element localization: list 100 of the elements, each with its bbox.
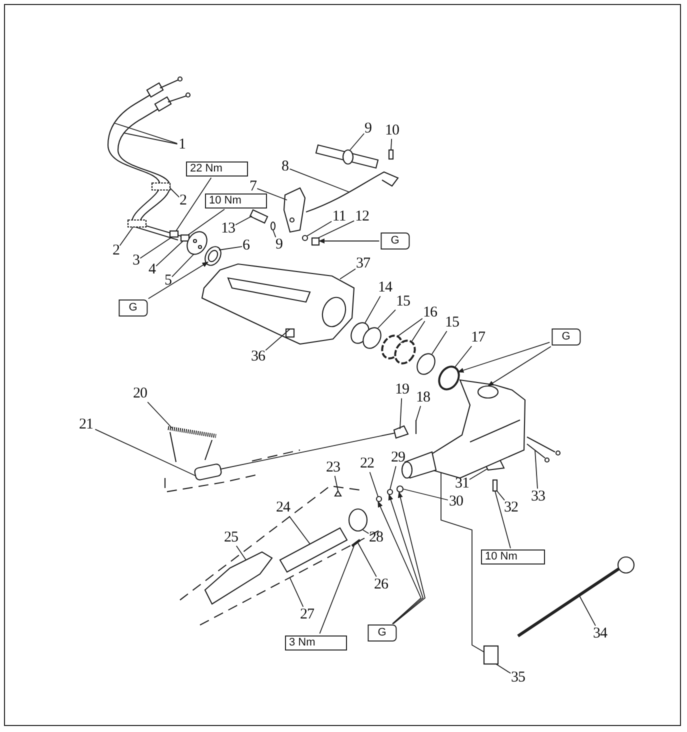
callout-number: 28 [369,530,383,546]
callout-number: 32 [504,500,518,516]
leader-line [188,208,225,236]
callout-number: 20 [133,386,147,402]
leader-line [457,342,550,373]
shift-lever [283,187,306,233]
callout-number: 15 [445,316,459,330]
leader-line [416,406,422,422]
pin [388,149,394,160]
leader-line [334,475,338,492]
leader-line [578,594,596,626]
leader-line [362,530,370,534]
leader-line [390,138,392,150]
leader-line [306,220,332,236]
grease-tag: G [118,300,148,316]
leader-line [412,320,426,342]
seal-ring [416,353,436,375]
clip [393,425,409,439]
leader-line [119,226,134,246]
leader-line [318,238,380,244]
callout-number: 13 [221,222,235,236]
callout-number: 12 [355,210,369,224]
leader-line [398,318,423,336]
coiled-cord [168,426,216,463]
cable-plate [186,231,208,255]
tiller-arm [201,263,355,345]
callout-number: 2 [112,244,120,258]
callout-number: 31 [455,476,469,492]
callout-number: 18 [416,390,430,406]
control-cable [526,436,561,463]
grease-tag: G [368,624,396,642]
leader-line [290,578,304,608]
callout-number: 27 [300,608,314,622]
kill-switch [193,462,223,482]
leader-line [494,490,511,549]
callout-number: 24 [276,500,290,516]
callout-number: 6 [242,238,250,254]
seal-ring [362,327,382,349]
o-ring [204,246,222,266]
leader-line [534,450,538,490]
leader-line [390,466,396,490]
leader-line [496,664,512,674]
leader-line [358,542,377,578]
callout-number: 9 [364,122,372,136]
leader-line [176,177,212,232]
leader-line [496,490,505,501]
joint-block [483,645,499,665]
nut [396,485,404,493]
washer [270,221,276,231]
callout-number: 10 [385,124,399,138]
leader-line [319,546,354,634]
nut [180,234,190,242]
seal-ring [438,366,460,390]
leader-line [400,398,402,430]
callout-number: 3 [132,254,140,268]
torque-label: 10 Nm [481,550,545,564]
callout-number: 22 [360,456,374,472]
callout-number: 33 [531,490,545,504]
callout-number: 36 [251,350,265,364]
leader-line [340,268,356,280]
callout-number: 8 [282,160,288,174]
steering-rod [517,556,635,638]
leader-line [170,188,180,198]
leader-line [265,328,290,351]
callout-number: 1 [178,138,186,152]
callout-number: 2 [180,194,186,208]
leader-line [469,468,488,480]
leader-line [289,168,350,192]
leader-line [147,402,172,428]
leader-line [148,262,209,300]
callout-number: 11 [332,210,346,224]
callout-number: 34 [593,626,607,642]
callout-number: 14 [378,280,392,296]
bearing-ring [394,340,416,364]
callout-number: 29 [391,450,405,466]
leader-line [114,122,178,144]
leader-line [218,246,242,250]
screw [492,479,498,492]
callout-number: 25 [224,530,238,546]
callout-number: 17 [471,330,485,346]
grease-tag: G [380,232,410,250]
leader-line [378,500,422,624]
leader-line [272,230,276,238]
leader-line [156,240,184,267]
leader-line [454,346,472,368]
grease-tag: G [552,328,580,346]
leader-line [402,488,448,500]
o-ring [302,234,308,242]
callout-number: 35 [511,670,525,686]
washer [376,496,382,502]
callout-number: 15 [396,294,410,310]
washer [386,488,394,496]
leader-line [378,309,396,328]
callout-number: 26 [374,578,388,592]
leader-line [369,472,378,497]
leader-line [172,254,194,278]
callout-number: 19 [395,382,409,398]
leader-line [220,432,396,470]
leader-line [432,330,448,354]
leader-line [124,132,178,144]
